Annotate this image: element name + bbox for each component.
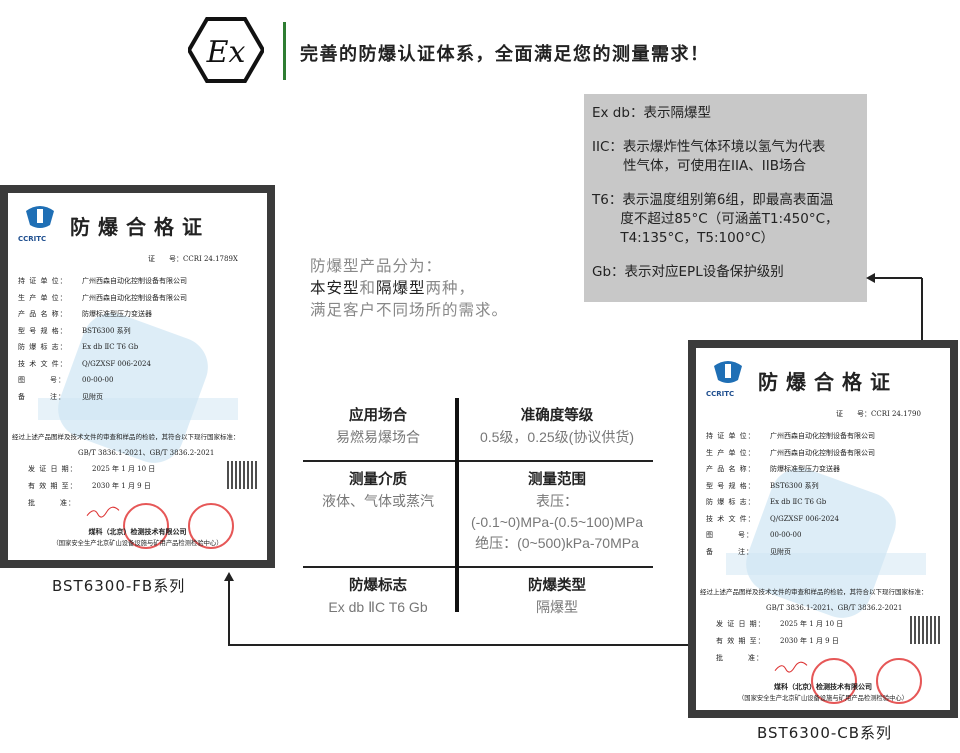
qr-code xyxy=(910,616,940,644)
cert-field: 产 品 名 称：防爆标准型压力变送器 xyxy=(18,310,152,318)
table-divider xyxy=(455,398,459,612)
info-text: 表示爆炸性气体环境以氢气为代表 xyxy=(622,139,826,155)
explosion-mark-explanation: Ex db：表示隔爆型 IIC：表示爆炸性气体环境以氢气为代表性气体，可使用在I… xyxy=(584,94,867,302)
certificate-title: 防爆合格证 xyxy=(758,370,898,394)
qr-code xyxy=(227,461,257,489)
field-label: 证 号： xyxy=(836,410,871,418)
product-type-intro: 防爆型产品分为： 本安型和隔爆型两种， 满足客户不同场所的需求。 xyxy=(310,255,508,321)
cert-field: 产 品 名 称：防爆标准型压力变送器 xyxy=(706,465,840,473)
cert-field: 备 注：见附页 xyxy=(706,547,791,556)
cert-statement: 经过上述产品图样及技术文件的审查和样品的检验，其符合以下现行国家标准： xyxy=(700,588,928,596)
table-row-divider xyxy=(303,460,653,462)
issuer: 煤科（北京）检测技术有限公司 xyxy=(88,527,187,536)
info-text: 表示温度组别第6组，即最高表面温 xyxy=(622,192,834,208)
intro-line: 防爆型产品分为： xyxy=(310,257,443,275)
info-text: 性气体，可使用在IIA、IIB场合 xyxy=(623,158,806,174)
connector-line xyxy=(921,278,923,341)
intrinsic-safe-type: 本安型 xyxy=(310,279,360,297)
cert-field: 型 号 规 格：BST6300 系列 xyxy=(18,326,131,335)
cert-field: 防 爆 标 志：Ex db ⅡC T6 Gb xyxy=(18,343,139,351)
intro-text: 和 xyxy=(359,279,377,297)
cert-date: 批 准： xyxy=(716,654,764,662)
ex-logo: Ex xyxy=(188,17,264,83)
info-key: Gb： xyxy=(592,264,625,280)
red-seal xyxy=(811,658,857,704)
cert-statement: 经过上述产品图样及技术文件的审查和样品的检验，其符合以下现行国家标准： xyxy=(12,433,240,441)
info-key: T6： xyxy=(592,192,623,208)
connector-line xyxy=(874,277,922,279)
watermark xyxy=(726,553,926,575)
ccritc-logo xyxy=(714,361,742,383)
info-text: 表示隔爆型 xyxy=(643,105,711,121)
certificate-number: CCRI 24.1789X xyxy=(183,255,238,263)
certificate-title: 防爆合格证 xyxy=(70,215,210,239)
cert-date: 有 效 期 至：2030 年 1 月 9 日 xyxy=(28,482,151,490)
cert-field: 型 号 规 格：BST6300 系列 xyxy=(706,481,819,490)
info-text: 度不超过85°C（可涵盖T1:450°C， xyxy=(620,211,839,227)
arrow-left-icon xyxy=(866,273,875,283)
connector-line xyxy=(228,644,689,646)
cert-field: 技 术 文 件：Q/GZXSF 006-2024 xyxy=(706,514,839,523)
certificate-fb: CCRITC 防爆合格证 证 号：CCRI 24.1789X 持 证 单 位：广州… xyxy=(0,185,275,568)
red-seal xyxy=(188,503,234,549)
cert-date: 有 效 期 至：2030 年 1 月 9 日 xyxy=(716,637,839,645)
intro-text: 两种， xyxy=(425,279,476,297)
watermark xyxy=(38,398,238,420)
red-seal xyxy=(876,658,922,704)
cert-date: 发 证 日 期：2025 年 1 月 10 日 xyxy=(28,465,156,473)
connector-line xyxy=(228,580,230,645)
cert-standards: GB/T 3836.1-2021、GB/T 3836.2-2021 xyxy=(766,604,903,612)
cert-field: 防 爆 标 志：Ex db ⅡC T6 Gb xyxy=(706,498,827,506)
cert-field: 生 产 单 位：广州西森自动化控制设备有限公司 xyxy=(706,448,875,457)
cert-field: 图 号：00-00-00 xyxy=(706,531,802,539)
cert-field: 图 号：00-00-00 xyxy=(18,376,114,384)
red-seal xyxy=(123,503,169,549)
brand-text: CCRITC xyxy=(18,235,47,243)
spec-cell: 应用场合易燃易爆场合 xyxy=(336,408,420,445)
intro-line: 满足客户不同场所的需求。 xyxy=(310,301,509,319)
cert-standards: GB/T 3836.1-2021、GB/T 3836.2-2021 xyxy=(78,449,215,457)
signature xyxy=(774,661,808,673)
info-text: T4:135°C，T5:100°C） xyxy=(620,230,774,246)
signature xyxy=(86,506,120,518)
cert-field: 持 证 单 位：广州西森自动化控制设备有限公司 xyxy=(706,432,875,440)
ccritc-logo xyxy=(26,206,54,228)
info-text: 表示对应EPL设备保护级别 xyxy=(624,264,784,280)
info-key: Ex db： xyxy=(592,105,644,121)
info-key: IIC： xyxy=(592,139,623,155)
header-divider xyxy=(283,22,286,80)
certificate-number: CCRI 24.1790 xyxy=(871,410,921,418)
flameproof-type: 隔爆型 xyxy=(376,279,426,297)
table-row-divider xyxy=(303,566,653,568)
spec-cell: 防爆类型隔爆型 xyxy=(528,578,586,615)
issuer-center: （国家安全生产北京矿山设备设施与矿用产品检测检验中心） xyxy=(52,540,223,547)
certificate-caption: BST6300-FB系列 xyxy=(52,577,186,595)
arrow-up-icon xyxy=(224,572,234,581)
header-slogan: 完善的防爆认证体系，全面满足您的测量需求！ xyxy=(300,44,710,65)
issuer: 煤科（北京）检测技术有限公司 xyxy=(774,682,872,691)
issuer-center: （国家安全生产北京矿山设备设施与矿用产品检测检验中心） xyxy=(737,695,908,702)
cert-field: 持 证 单 位：广州西森自动化控制设备有限公司 xyxy=(18,277,187,285)
certificate-cb: CCRITC 防爆合格证 证 号：CCRI 24.1790 持 证 单 位：广州西… xyxy=(688,340,958,718)
cert-field: 备 注：见附页 xyxy=(18,392,103,401)
cert-date: 批 准： xyxy=(28,499,76,507)
spec-cell: 测量介质液体、气体或蒸汽 xyxy=(322,472,434,509)
cert-date: 发 证 日 期：2025 年 1 月 10 日 xyxy=(716,620,844,628)
cert-field: 生 产 单 位：广州西森自动化控制设备有限公司 xyxy=(18,293,187,302)
field-label: 证 号： xyxy=(148,255,183,263)
brand-text: CCRITC xyxy=(706,390,735,398)
cert-field: 技 术 文 件：Q/GZXSF 006-2024 xyxy=(18,359,151,368)
certificate-caption: BST6300-CB系列 xyxy=(757,724,893,742)
svg-text:Ex: Ex xyxy=(206,35,246,70)
